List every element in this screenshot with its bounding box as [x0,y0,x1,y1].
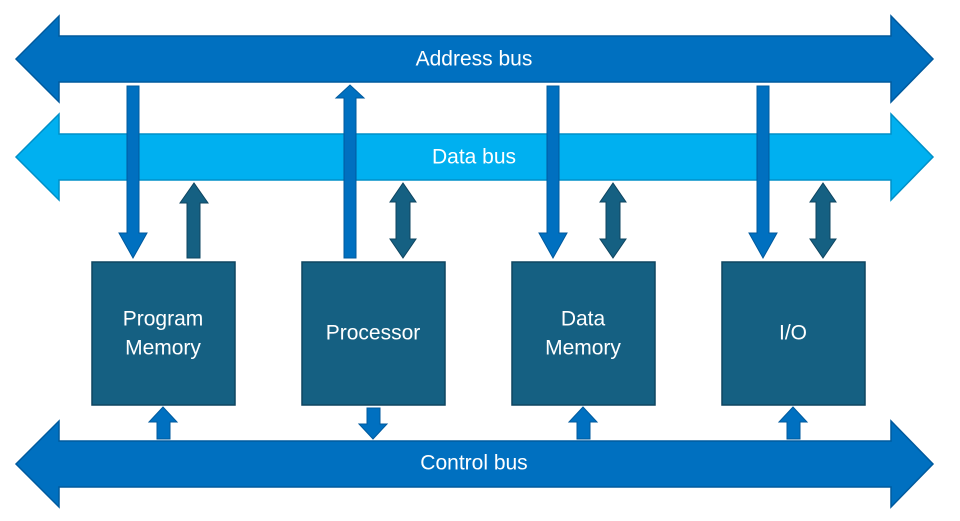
address-bus: Address bus [14,14,935,104]
address-to-data-memory-arrow [538,85,568,260]
control-to-data-memory-arrow [567,406,599,440]
block-processor: Processor [301,261,446,406]
control-bus: Control bus [14,419,935,509]
program-memory-box [91,261,236,406]
data-bus-label: Data bus [432,146,516,169]
address-bus-label: Address bus [416,48,533,71]
io-data-bidirectional-arrow [809,182,837,259]
data-connections [179,182,837,259]
io-box [721,261,866,406]
address-to-program-memory-arrow [118,85,148,260]
control-bus-label: Control bus [420,452,527,475]
io-label: I/O [779,322,807,345]
data-bus: Data bus [14,112,935,202]
processor-data-bidirectional-arrow [389,182,417,259]
data-memory-label: Data [561,308,606,331]
program-memory-label-line2: Memory [125,337,201,360]
processor-box [301,261,446,406]
control-to-io-arrow [777,406,809,440]
address-to-io-arrow [748,85,778,260]
address-bus-arrow [14,14,935,104]
program-memory-label: Program [123,308,204,331]
block-data-memory: Data Memory [511,261,656,406]
control-bus-arrow [14,419,935,509]
data-memory-label-line2: Memory [545,337,621,360]
block-program-memory: Program Memory [91,261,236,406]
processor-to-address-arrow [334,84,366,259]
control-to-program-memory-arrow [147,406,179,440]
program-memory-to-data-arrow [179,182,209,259]
address-connections [118,84,778,260]
data-memory-data-bidirectional-arrow [599,182,627,259]
control-connections [147,406,809,440]
processor-to-control-arrow [357,407,389,440]
block-io: I/O [721,261,866,406]
processor-label: Processor [326,322,421,345]
data-bus-arrow [14,112,935,202]
data-memory-box [511,261,656,406]
